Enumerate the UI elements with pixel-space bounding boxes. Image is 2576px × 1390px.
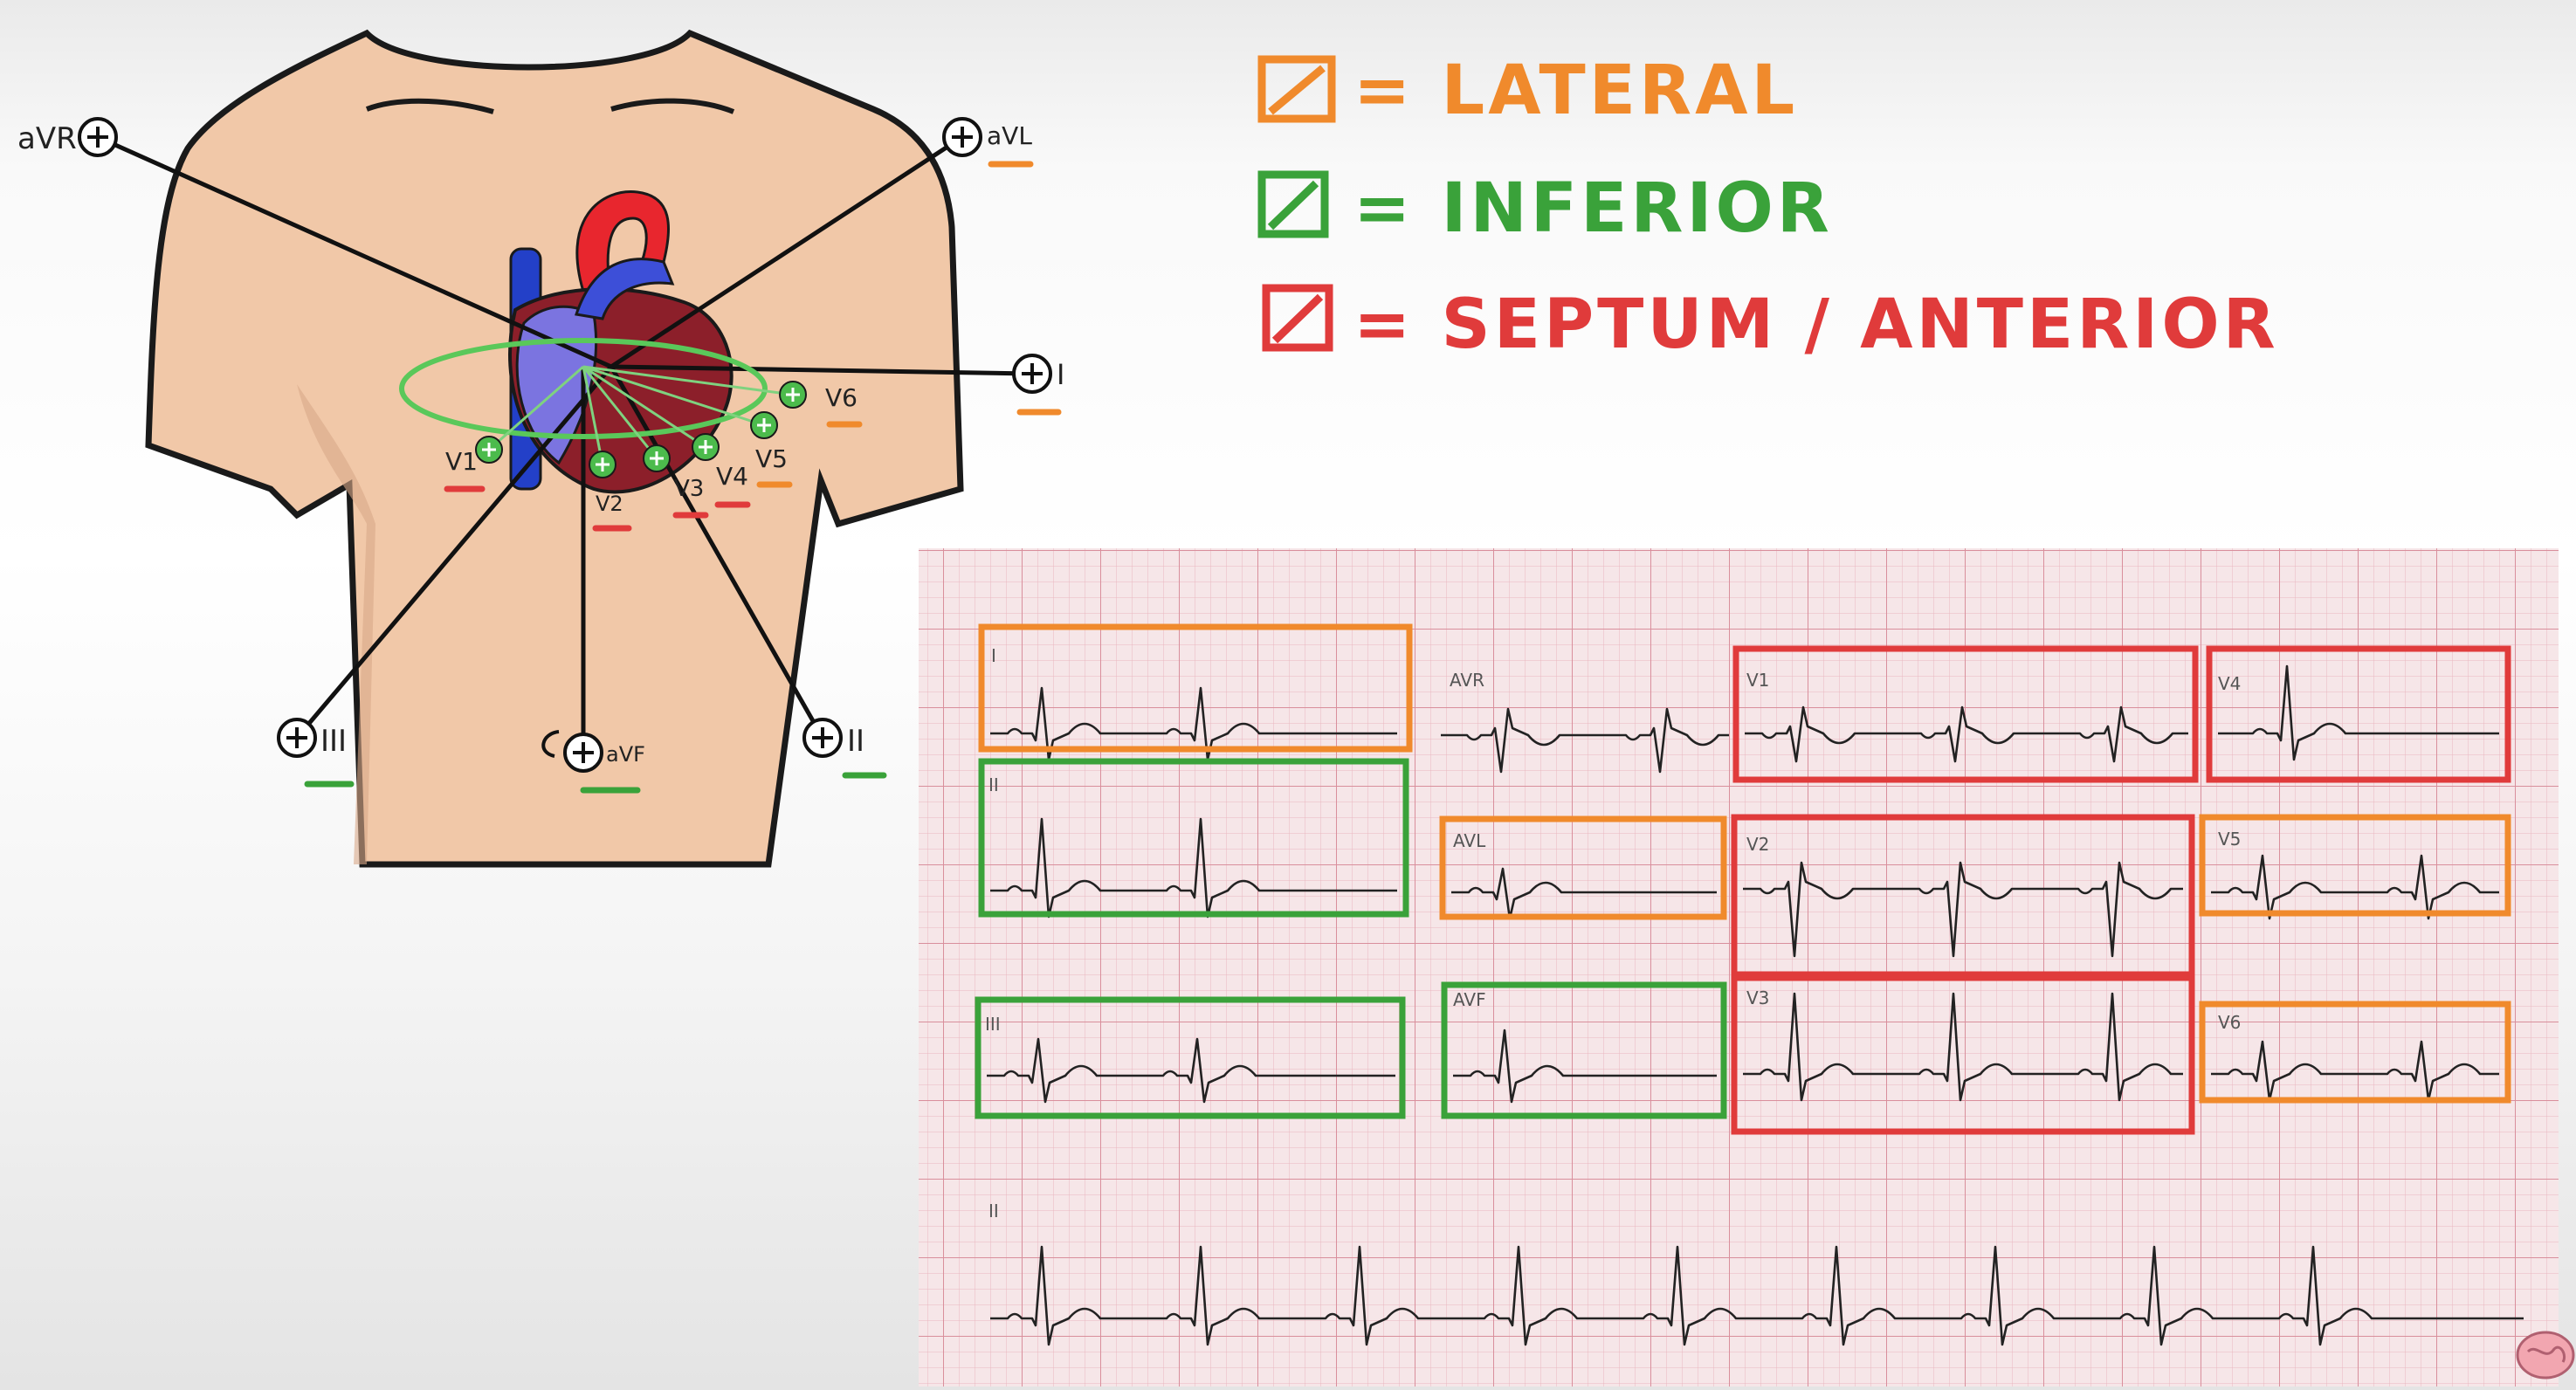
ecg-label-v1: V1 xyxy=(1746,670,1769,691)
horizontal-plane-ellipse xyxy=(399,338,768,439)
trace-v3 xyxy=(1743,992,2183,1102)
lead-v4-box xyxy=(2206,645,2511,783)
label-v2: V2 xyxy=(596,492,623,516)
ecg-label-i: I xyxy=(991,645,996,666)
trace-v5 xyxy=(2211,854,2499,920)
label-avf: aVF xyxy=(606,742,645,767)
brain-logo-icon xyxy=(2516,1331,2575,1380)
lead-avl-box xyxy=(1439,815,1727,920)
collarbone-right xyxy=(610,98,735,114)
lead-color-marks xyxy=(304,161,1062,794)
pulmonary-artery xyxy=(575,258,675,320)
lead-i-box xyxy=(978,623,1413,753)
trace-v4 xyxy=(2218,664,2499,761)
lead-boxes xyxy=(975,623,2511,1135)
ecg-strip: I II III AVR AVL AVF V1 V2 V3 V4 V5 V6 I… xyxy=(919,548,2559,1387)
torso-shadow xyxy=(297,384,375,864)
lead-v1-box xyxy=(1732,645,2199,783)
lead-v2-box xyxy=(1731,814,2195,978)
ecg-label-rhythm: II xyxy=(988,1201,999,1221)
label-lead-iii: III xyxy=(320,724,347,759)
ecg-label-v6: V6 xyxy=(2218,1012,2241,1033)
label-v5: V5 xyxy=(755,444,788,473)
label-lead-i: I xyxy=(1057,358,1064,391)
trace-avf xyxy=(1453,1029,1717,1104)
collarbone-left xyxy=(365,98,494,114)
label-avr: aVR xyxy=(17,121,77,156)
ecg-label-ii: II xyxy=(988,774,999,795)
trace-avl xyxy=(1451,867,1717,920)
ecg-label-v2: V2 xyxy=(1746,834,1769,855)
ecg-label-v5: V5 xyxy=(2218,829,2241,850)
septum-swatch-icon xyxy=(1262,284,1333,352)
ecg-label-avf: AVF xyxy=(1453,989,1486,1010)
label-v1: V1 xyxy=(445,447,478,476)
legend-inferior-text: = INFERIOR xyxy=(1353,169,1833,248)
ecg-label-avr: AVR xyxy=(1450,670,1484,691)
avf-cable xyxy=(541,730,560,758)
ecg-label-v3: V3 xyxy=(1746,987,1769,1008)
lead-avf-box xyxy=(1441,981,1727,1119)
lead-iii-box xyxy=(975,996,1406,1119)
trace-v6 xyxy=(2211,1040,2499,1102)
label-v6: V6 xyxy=(825,383,858,412)
ecg-label-iii: III xyxy=(985,1014,1001,1035)
ecg-label-v4: V4 xyxy=(2218,673,2241,694)
ecg-label-avl: AVL xyxy=(1453,830,1486,851)
lead-ii-box xyxy=(978,758,1409,918)
trace-rhythm xyxy=(990,1245,2524,1346)
trace-i xyxy=(990,686,1397,761)
label-avl: aVL xyxy=(987,121,1032,150)
legend-item-septum-anterior: = SEPTUM / ANTERIOR xyxy=(1262,284,2279,364)
legend-item-lateral: = LATERAL xyxy=(1257,52,1798,130)
precordial-spokes xyxy=(488,365,794,465)
inferior-swatch-icon xyxy=(1257,170,1329,238)
lead-v6-box xyxy=(2199,1001,2511,1104)
lateral-swatch-icon xyxy=(1257,55,1336,123)
torso-diagram: aVR aVL I III II aVF V1 V2 V3 V4 V5 V6 xyxy=(17,29,1064,868)
label-lead-ii: II xyxy=(847,724,864,759)
trace-iii xyxy=(987,1037,1395,1104)
legend-lateral-text: = LATERAL xyxy=(1353,52,1798,130)
legend-septum-anterior-text: = SEPTUM / ANTERIOR xyxy=(1353,286,2279,364)
lead-v3-box xyxy=(1731,974,2195,1135)
trace-ii xyxy=(990,817,1397,919)
legend: = LATERAL = INFERIOR = SEPTUM / ANTERIOR xyxy=(1257,52,2279,364)
legend-item-inferior: = INFERIOR xyxy=(1257,169,1833,248)
trace-v1 xyxy=(1745,705,2188,763)
label-v4: V4 xyxy=(716,462,748,491)
aortic-arch xyxy=(575,190,670,299)
trace-avr xyxy=(1441,707,1729,774)
trace-v2 xyxy=(1743,861,2183,958)
lead-lines xyxy=(96,134,1033,753)
lead-v5-box xyxy=(2199,814,2511,917)
label-v3: V3 xyxy=(674,476,704,502)
